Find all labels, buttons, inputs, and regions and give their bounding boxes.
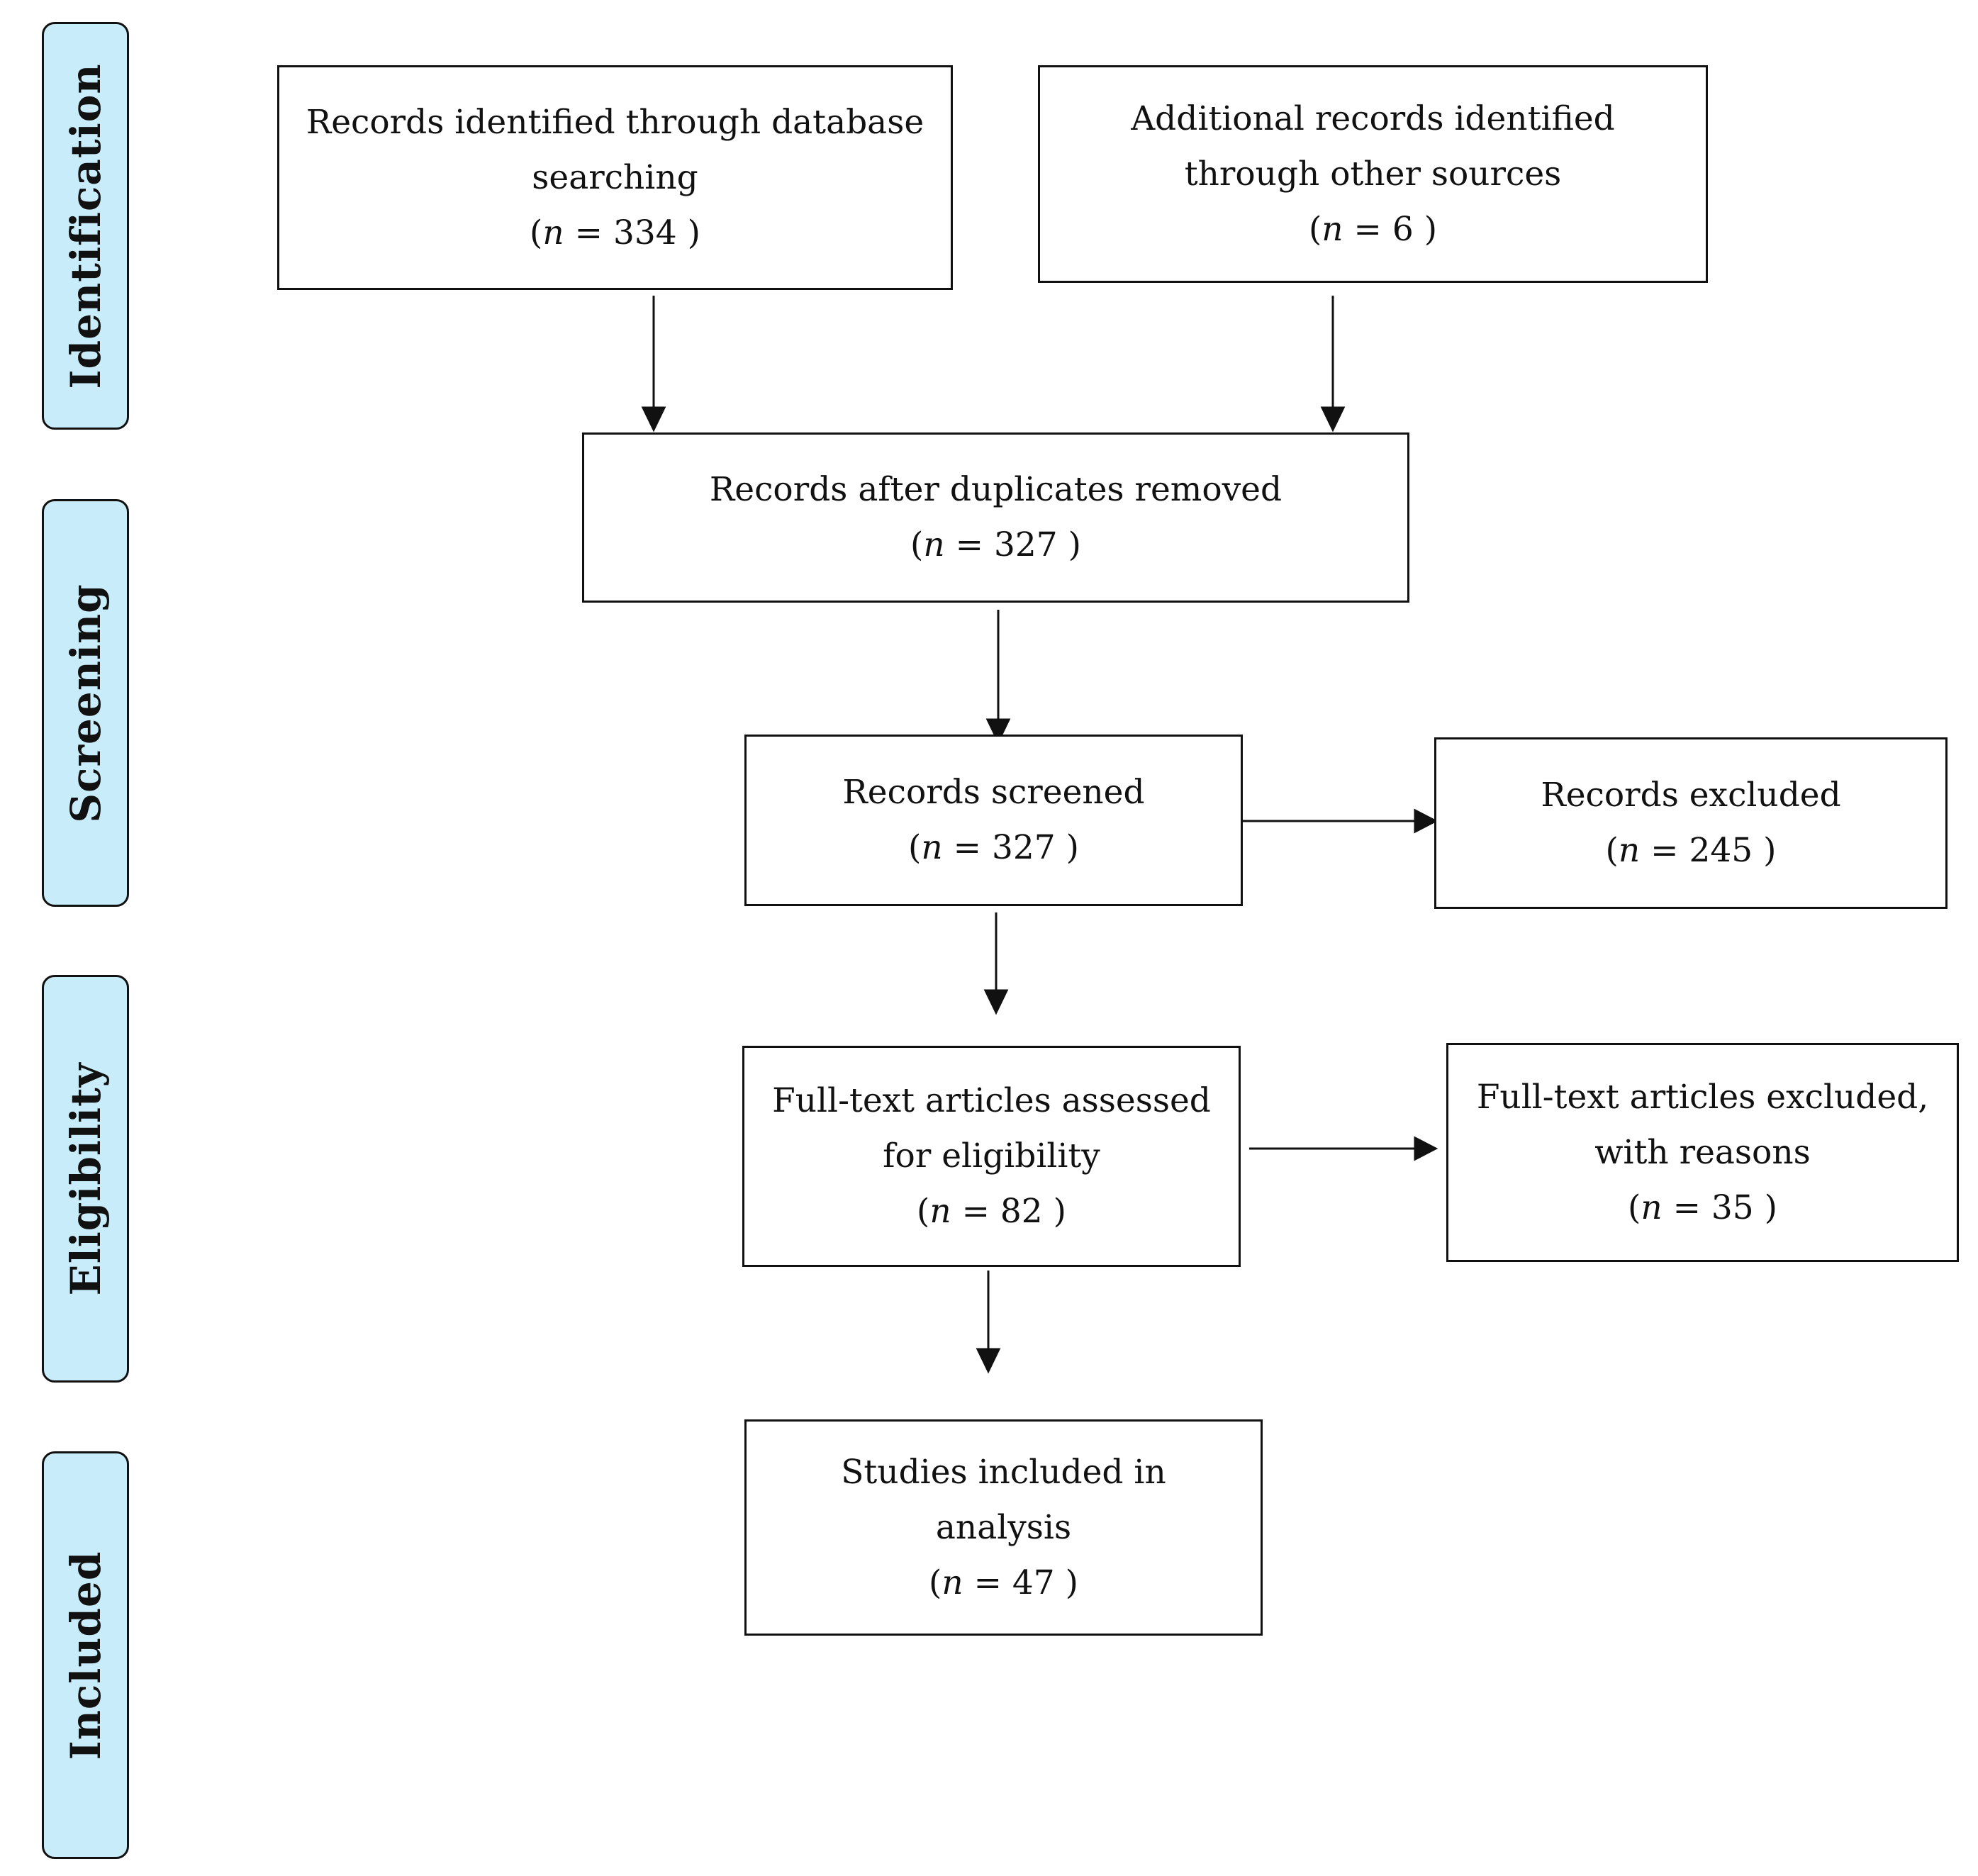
box-database-search-line2: searching — [532, 157, 698, 197]
box-other-sources: Additional records identified through ot… — [1038, 65, 1708, 283]
box-database-search-line1: Records identified through database — [306, 102, 924, 142]
box-fulltext-assessed-n: 82 — [1000, 1192, 1043, 1231]
box-duplicates-removed-line1: Records after duplicates removed — [709, 470, 1283, 509]
box-screened-count: (n = 327 ) — [908, 828, 1079, 867]
arrowhead-other-to-duplicates — [1320, 406, 1346, 432]
box-fulltext-assessed: Full-text articles assessed for eligibil… — [742, 1046, 1241, 1267]
box-fulltext-excluded-n: 35 — [1711, 1188, 1754, 1227]
arrowhead-database-to-duplicates — [641, 406, 666, 432]
arrowhead-screened-to-excluded — [1414, 808, 1438, 834]
box-excluded-n: 245 — [1689, 831, 1753, 870]
box-excluded: Records excluded (n = 245 ) — [1434, 737, 1948, 909]
arrowhead-fulltext-to-excluded — [1414, 1136, 1438, 1161]
box-fulltext-assessed-count: (n = 82 ) — [917, 1192, 1066, 1231]
box-duplicates-removed-n: 327 — [993, 525, 1058, 564]
box-fulltext-excluded-count: (n = 35 ) — [1628, 1188, 1777, 1227]
box-duplicates-removed-count: (n = 327 ) — [910, 525, 1081, 564]
box-database-search: Records identified through database sear… — [277, 65, 953, 290]
box-fulltext-excluded: Full-text articles excluded, with reason… — [1446, 1043, 1959, 1262]
arrowhead-fulltext-to-included — [976, 1348, 1001, 1374]
box-database-search-n: 334 — [613, 213, 677, 252]
box-other-sources-count: (n = 6 ) — [1308, 209, 1438, 249]
box-fulltext-assessed-line1: Full-text articles assessed — [772, 1081, 1211, 1120]
box-screened-n: 327 — [991, 828, 1056, 867]
box-excluded-count: (n = 245 ) — [1605, 831, 1777, 870]
box-excluded-line1: Records excluded — [1541, 776, 1841, 815]
stage-included: Included — [42, 1451, 129, 1859]
box-screened: Records screened (n = 327 ) — [744, 735, 1243, 906]
stage-screening: Screening — [42, 499, 129, 907]
box-other-sources-line1: Additional records identified — [1131, 99, 1615, 138]
box-screened-line1: Records screened — [842, 773, 1145, 812]
arrowhead-duplicates-to-screened — [985, 718, 1011, 744]
box-other-sources-line2: through other sources — [1184, 154, 1562, 194]
stage-identification: Identification — [42, 22, 129, 430]
box-other-sources-n: 6 — [1392, 209, 1414, 249]
box-included-line2: analysis — [935, 1507, 1072, 1547]
box-fulltext-assessed-line2: for eligibility — [883, 1137, 1100, 1176]
box-included-count: (n = 47 ) — [929, 1563, 1078, 1602]
arrowhead-screened-to-fulltext — [983, 989, 1009, 1015]
box-database-search-count: (n = 334 ) — [530, 213, 700, 252]
box-duplicates-removed: Records after duplicates removed (n = 32… — [582, 432, 1409, 603]
box-included-n: 47 — [1012, 1563, 1055, 1602]
box-fulltext-excluded-line1: Full-text articles excluded, — [1476, 1077, 1929, 1117]
box-included: Studies included in analysis (n = 47 ) — [744, 1419, 1263, 1636]
box-included-line1: Studies included in — [841, 1452, 1166, 1492]
stage-eligibility: Eligibility — [42, 975, 129, 1383]
box-fulltext-excluded-line2: with reasons — [1594, 1132, 1811, 1172]
